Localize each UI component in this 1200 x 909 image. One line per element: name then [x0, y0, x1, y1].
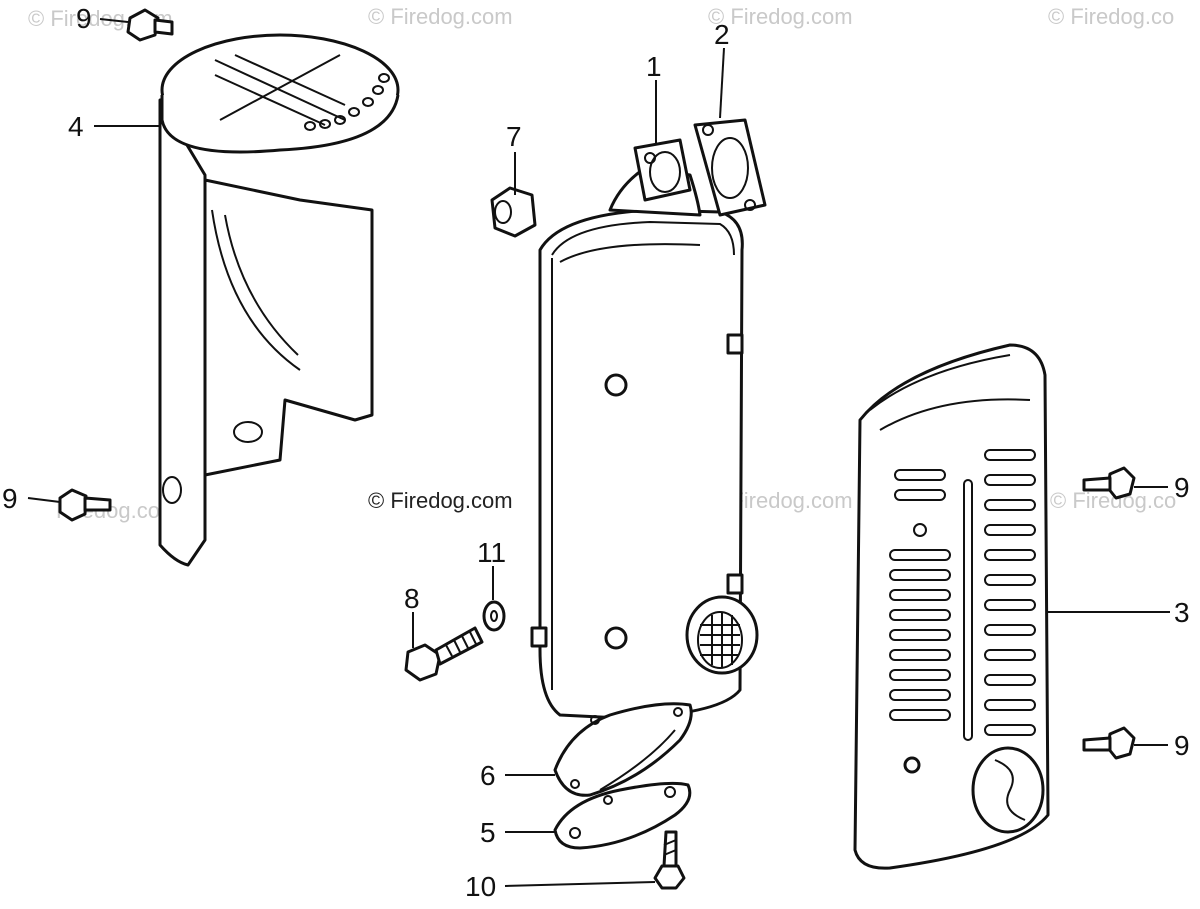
watermark: © Firedog.com — [708, 4, 853, 29]
part-flange-bolt-right-top — [1082, 466, 1136, 500]
callout-8: 8 — [404, 583, 420, 614]
callout-11: 11 — [477, 537, 506, 568]
part-screw — [653, 830, 686, 890]
part-washer — [482, 600, 506, 632]
part-flange-bolt-top-left — [126, 8, 174, 42]
callout-10: 10 — [465, 871, 496, 902]
protector-slots — [889, 449, 1036, 736]
callout-4: 4 — [68, 111, 84, 142]
leader-lines — [27, 18, 1170, 887]
part-exhaust-gasket — [553, 702, 693, 797]
callout-5: 5 — [480, 817, 496, 848]
part-muffler-protector — [853, 343, 1050, 870]
part-heat-shield — [158, 33, 400, 567]
callout-9: 9 — [2, 483, 18, 514]
watermark: © Firedog.com — [368, 488, 513, 513]
vent-holes — [304, 73, 390, 131]
callouts: 9 4 9 7 1 2 11 8 6 5 10 9 3 9 — [2, 3, 1190, 902]
part-exhaust-plate — [553, 781, 692, 850]
callout-3: 3 — [1174, 597, 1190, 628]
part-muffler — [530, 138, 759, 720]
callout-1: 1 — [646, 51, 662, 82]
part-bolt — [404, 626, 484, 682]
callout-9: 9 — [1174, 730, 1190, 761]
callout-7: 7 — [506, 121, 522, 152]
watermark: © Firedog.com — [368, 4, 513, 29]
part-flange-bolt-left — [58, 488, 112, 522]
part-nut — [490, 186, 537, 238]
callout-6: 6 — [480, 760, 496, 791]
part-gasket — [693, 118, 767, 217]
callout-9: 9 — [76, 3, 92, 34]
part-flange-bolt-right-bottom — [1082, 726, 1136, 760]
watermark: © Firedog.co — [1048, 4, 1174, 29]
callout-2: 2 — [714, 19, 730, 50]
callout-9: 9 — [1174, 472, 1190, 503]
